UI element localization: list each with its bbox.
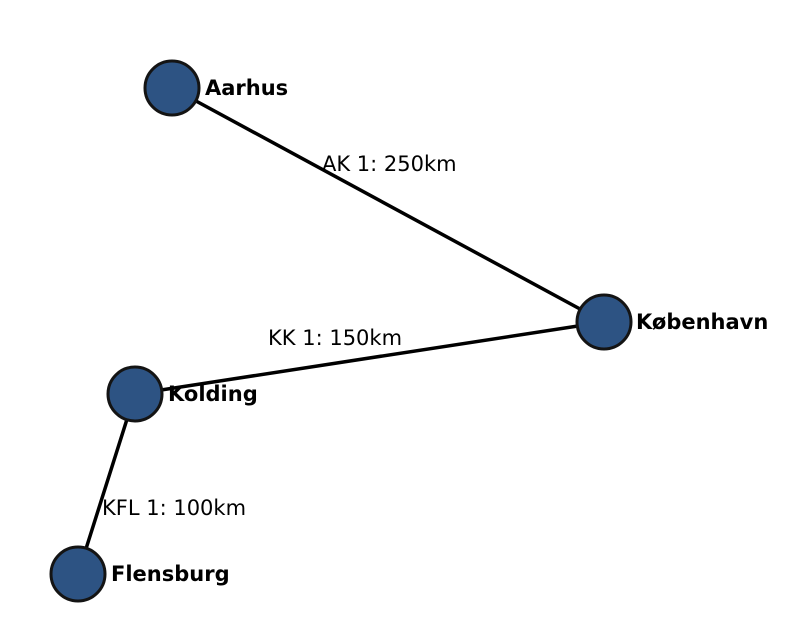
edge-kolding-flensburg <box>76 392 137 576</box>
nodes-layer: Aarhus København Kolding Flensburg <box>49 59 768 603</box>
node-aarhus[interactable]: Aarhus <box>143 59 288 117</box>
edge-label-ak: AK 1: 250km <box>322 152 457 176</box>
edges-layer <box>76 86 606 576</box>
edge-label-kfl: KFL 1: 100km <box>102 496 246 520</box>
node-circle[interactable] <box>143 59 201 117</box>
node-circle[interactable] <box>575 293 633 351</box>
edge-label-kk: KK 1: 150km <box>268 326 402 350</box>
edge-labels-layer: AK 1: 250km KK 1: 150km KFL 1: 100km <box>102 152 457 520</box>
node-flensburg[interactable]: Flensburg <box>49 545 230 603</box>
node-kolding[interactable]: Kolding <box>106 365 258 423</box>
node-kobenhavn[interactable]: København <box>575 293 768 351</box>
node-label: Aarhus <box>205 76 288 100</box>
edge-kolding-kobenhavn <box>133 320 606 396</box>
node-circle[interactable] <box>106 365 164 423</box>
node-label: Kolding <box>168 382 258 406</box>
node-circle[interactable] <box>49 545 107 603</box>
node-label: København <box>636 310 768 334</box>
edge-aarhus-kobenhavn <box>170 86 606 324</box>
node-label: Flensburg <box>111 562 230 586</box>
